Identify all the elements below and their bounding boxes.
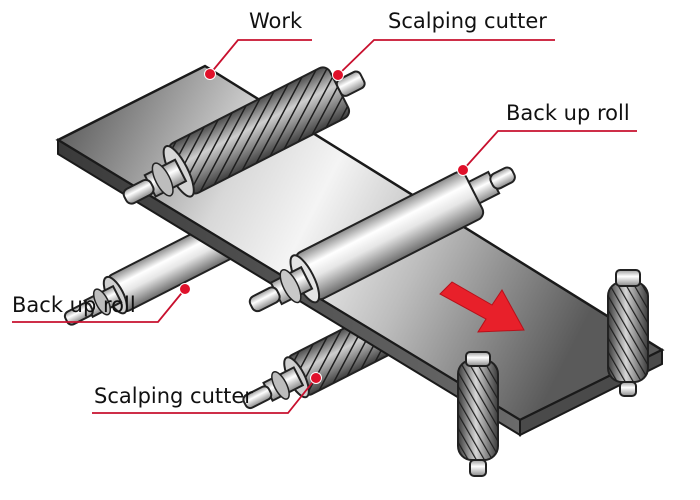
upper-back-up-roll bbox=[248, 166, 516, 313]
scalping-cutter-bottom-label: Scalping cutter bbox=[94, 384, 253, 408]
back-up-roll-right-label: Back up roll bbox=[506, 101, 630, 125]
callout-scalping-top bbox=[332, 39, 555, 81]
callout-backup-right bbox=[457, 130, 637, 176]
work-label: Work bbox=[249, 9, 303, 33]
callout-work bbox=[204, 39, 312, 80]
arrow-down-right-icon bbox=[439, 281, 525, 333]
callout-backup-left bbox=[12, 283, 191, 323]
callout-scalping-bottom bbox=[92, 372, 322, 414]
scalping-cutter-top-label: Scalping cutter bbox=[388, 9, 547, 33]
edge-cutter-front bbox=[457, 351, 499, 477]
upper-scalping-cutter bbox=[122, 66, 366, 205]
back-up-roll-left-label: Back up roll bbox=[12, 293, 136, 317]
edge-cutter-back bbox=[607, 269, 649, 397]
